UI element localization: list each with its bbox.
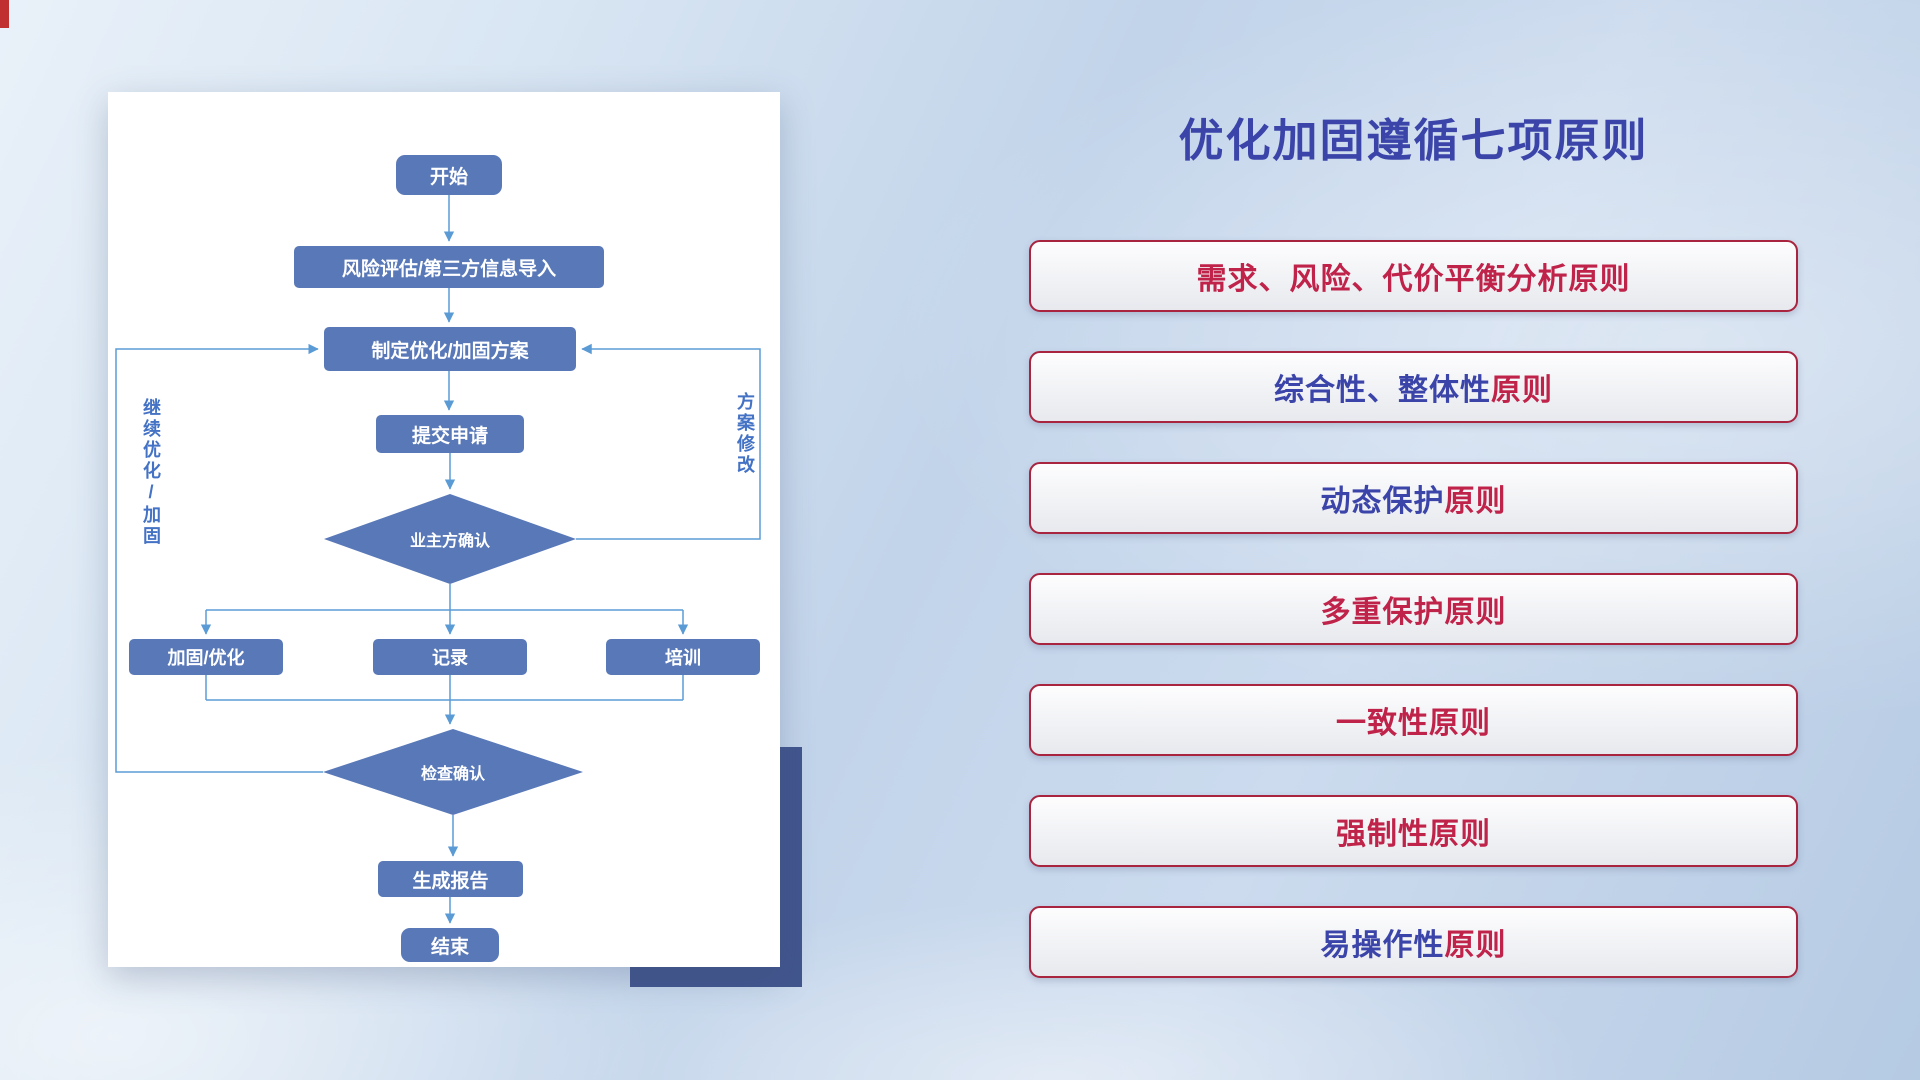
flow-node-training: 培训	[606, 639, 760, 675]
principle-box-3: 动态保护原则	[1029, 462, 1798, 534]
principle-box-1: 需求、风险、代价平衡分析原则	[1029, 240, 1798, 312]
check-confirm-diamond	[323, 729, 583, 815]
flow-node-record: 记录	[373, 639, 527, 675]
flow-node-start: 开始	[396, 155, 502, 195]
flow-node-submit-application: 提交申请	[376, 415, 524, 453]
principles-list: 需求、风险、代价平衡分析原则 综合性、整体性原则 动态保护原则 多重保护原则 一…	[1029, 240, 1798, 978]
principle-text-segment: 多重保护原则	[1320, 596, 1507, 629]
page-title: 优化加固遵循七项原则	[1178, 115, 1649, 166]
flow-label-plan-modification: 方案修改	[735, 392, 755, 476]
principle-box-5: 一致性原则	[1029, 684, 1798, 756]
flow-node-end: 结束	[401, 928, 499, 962]
flow-node-risk-assessment: 风险评估/第三方信息导入	[294, 246, 604, 288]
principle-box-2: 综合性、整体性原则	[1029, 351, 1798, 423]
flowchart-connectors	[115, 195, 761, 924]
owner-confirm-diamond	[324, 494, 576, 584]
principle-text-segment: 综合性、整体性	[1274, 374, 1491, 407]
principle-text-segment: 一致性原则	[1336, 707, 1491, 740]
principle-text-segment: 动态保护	[1320, 485, 1445, 518]
flow-node-check-confirm-label: 检查确认	[420, 766, 485, 783]
flowchart-card: 开始 风险评估/第三方信息导入 制定优化/加固方案 提交申请 业主方确认 加固/…	[108, 92, 780, 967]
principle-text-segment: 易操作性	[1320, 929, 1445, 962]
principle-box-4: 多重保护原则	[1029, 573, 1798, 645]
flow-node-harden-optimize: 加固/优化	[129, 639, 283, 675]
principle-text-segment: 原则	[1491, 374, 1553, 407]
principle-box-7: 易操作性原则	[1029, 906, 1798, 978]
principle-box-6: 强制性原则	[1029, 795, 1798, 867]
principle-text-segment: 强制性原则	[1336, 818, 1491, 851]
principle-text-segment: 原则	[1444, 929, 1507, 962]
flow-node-generate-report: 生成报告	[378, 861, 523, 897]
corner-mark	[0, 0, 9, 28]
flow-node-owner-confirm-label: 业主方确认	[409, 533, 490, 550]
principle-text-segment: 原则	[1444, 485, 1507, 518]
principle-text-segment: 需求、风险、代价平衡分析原则	[1196, 263, 1631, 296]
flow-node-make-plan: 制定优化/加固方案	[324, 327, 576, 371]
flow-label-continue-optimization: 继续优化/加固	[141, 398, 161, 547]
